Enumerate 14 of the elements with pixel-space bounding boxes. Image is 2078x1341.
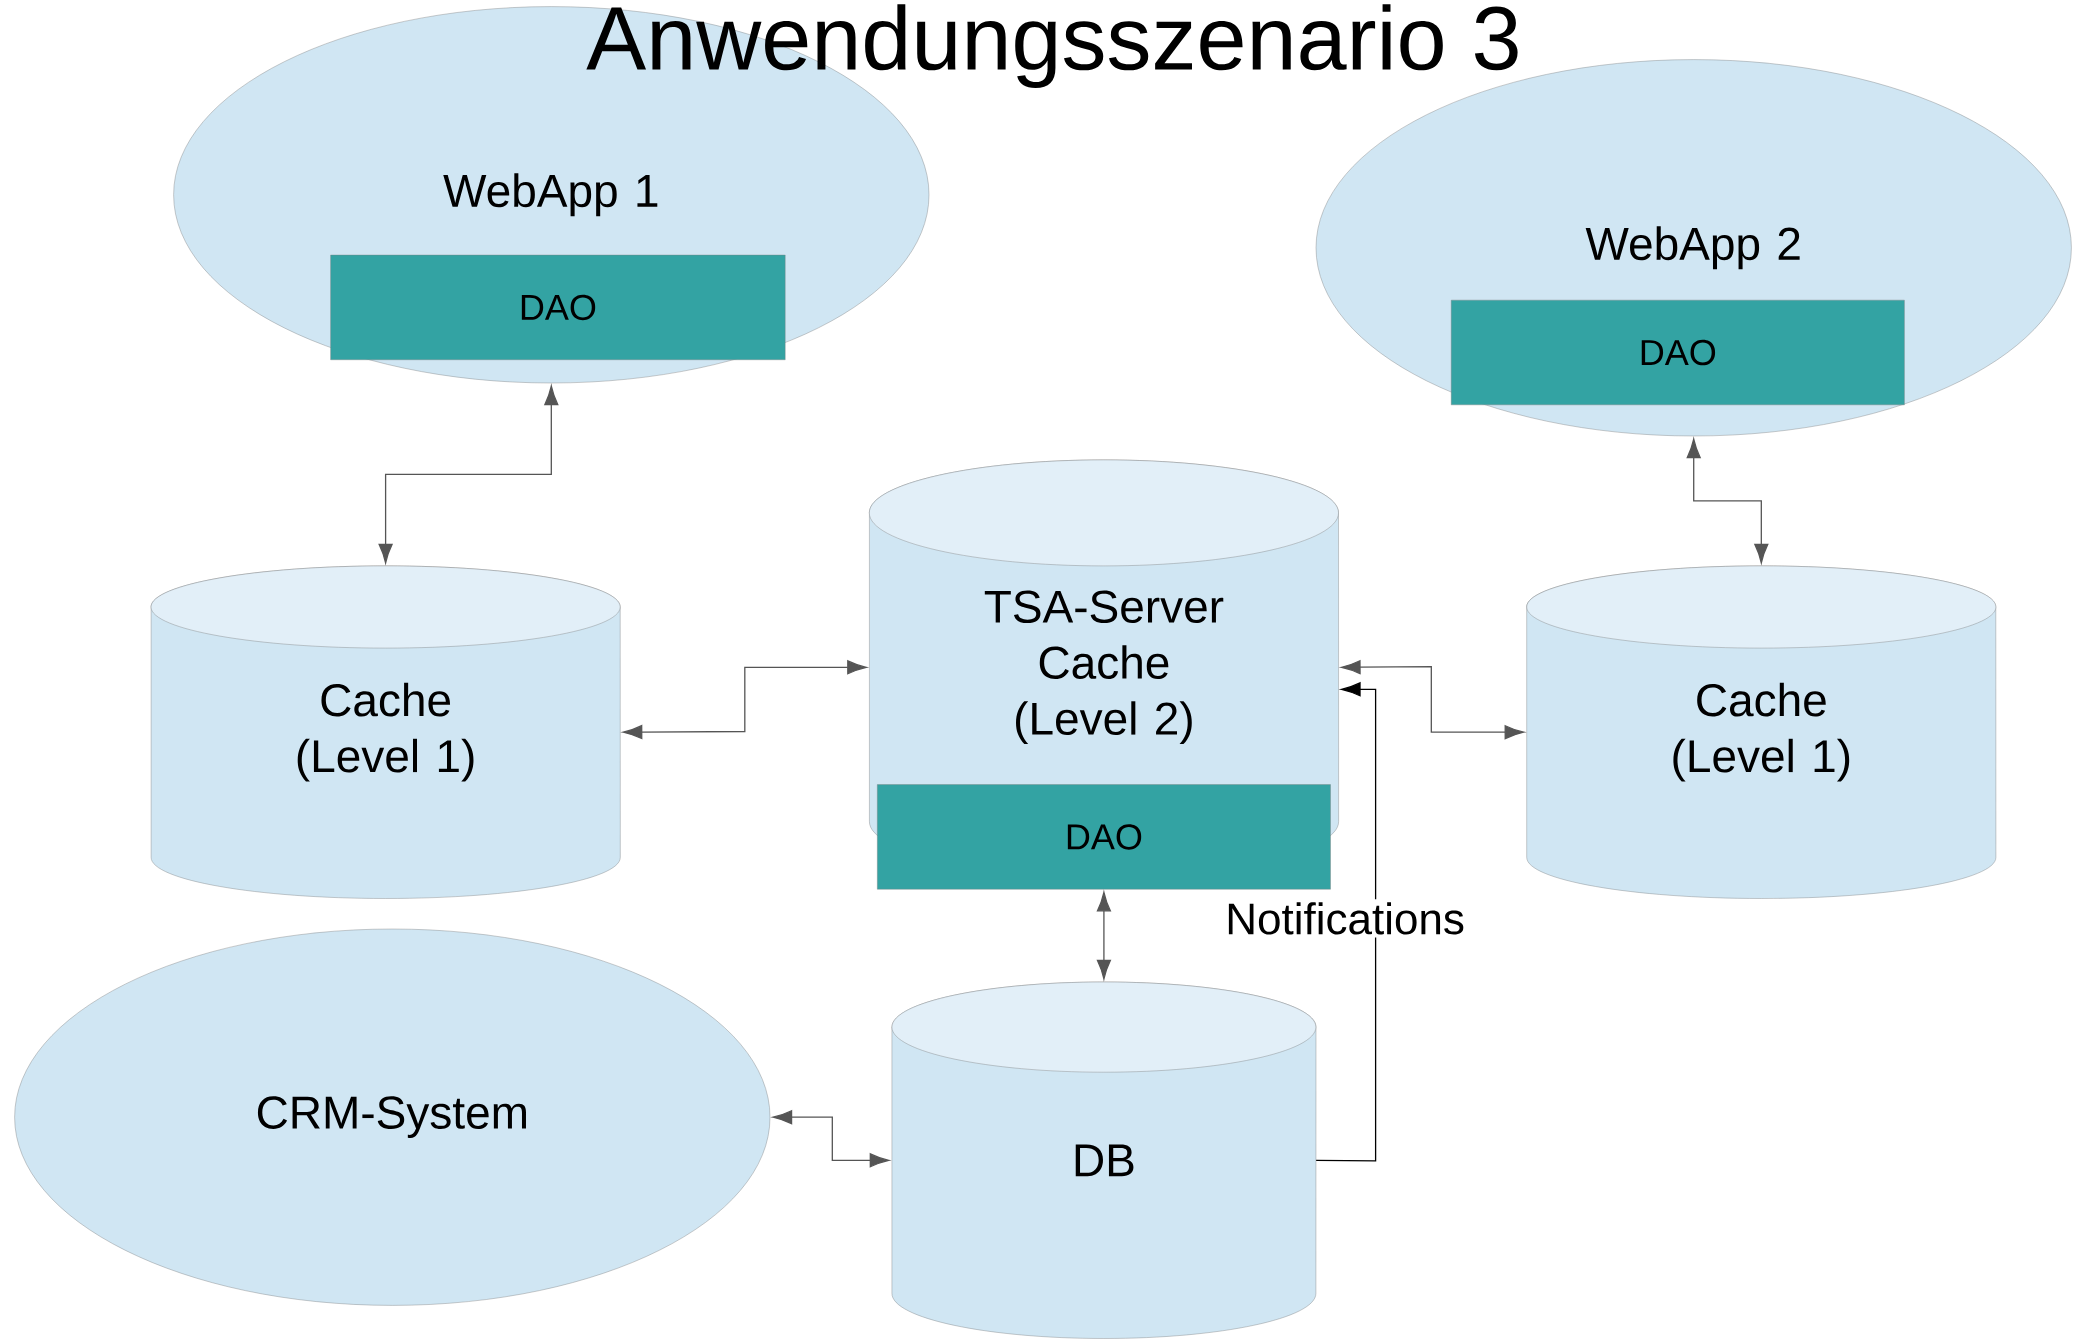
- dao-box: DAO: [330, 254, 786, 360]
- dao-box: DAO: [1451, 299, 1905, 406]
- cache-cylinder: DB: [891, 981, 1317, 1339]
- arrow: [1340, 660, 1525, 740]
- arrow: [622, 660, 867, 740]
- dao-box: DAO: [877, 784, 1331, 890]
- arrow: [772, 1110, 890, 1168]
- arrow: [1315, 682, 1377, 1162]
- cache-cylinder: Cache (Level 1): [1526, 565, 1997, 899]
- arrow: [1096, 891, 1111, 980]
- arrow: [1686, 438, 1769, 564]
- arrow: [378, 385, 559, 564]
- edge-label: Notifications: [1222, 899, 1468, 938]
- cache-cylinder: Cache (Level 1): [150, 565, 621, 899]
